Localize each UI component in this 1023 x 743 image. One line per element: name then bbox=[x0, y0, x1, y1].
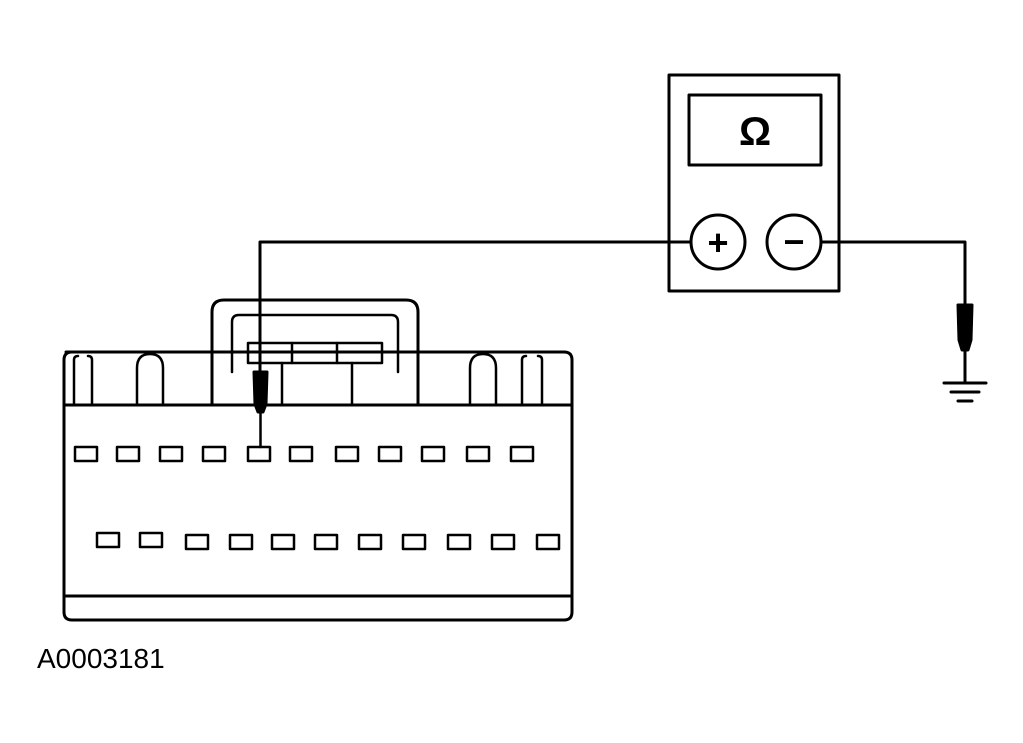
multimeter bbox=[667, 73, 841, 293]
connector-latch bbox=[210, 298, 420, 407]
pin-row-top bbox=[73, 445, 535, 463]
multimeter-body bbox=[667, 73, 841, 293]
figure-id: A0003181 bbox=[37, 643, 165, 674]
connector-rib-left bbox=[135, 352, 165, 407]
connector-rib-right bbox=[468, 352, 498, 407]
probe-tip-ground bbox=[956, 303, 974, 352]
positive-lead bbox=[258, 240, 692, 374]
ground-icon bbox=[942, 381, 988, 403]
probe-tip-connector bbox=[252, 370, 269, 414]
ground-probe bbox=[956, 303, 974, 384]
connector-latch-inner bbox=[230, 313, 400, 374]
negative-terminal bbox=[765, 213, 823, 271]
plus-icon: + bbox=[707, 222, 728, 263]
positive-terminal bbox=[689, 213, 747, 271]
multimeter-display bbox=[687, 93, 823, 167]
connector-body bbox=[62, 350, 574, 622]
positive-probe bbox=[252, 370, 269, 449]
minus-icon: − bbox=[783, 221, 804, 262]
negative-lead bbox=[819, 240, 967, 307]
ohm-icon: Ω bbox=[739, 110, 771, 154]
connector bbox=[62, 298, 574, 622]
pin-row-bottom bbox=[95, 531, 561, 551]
